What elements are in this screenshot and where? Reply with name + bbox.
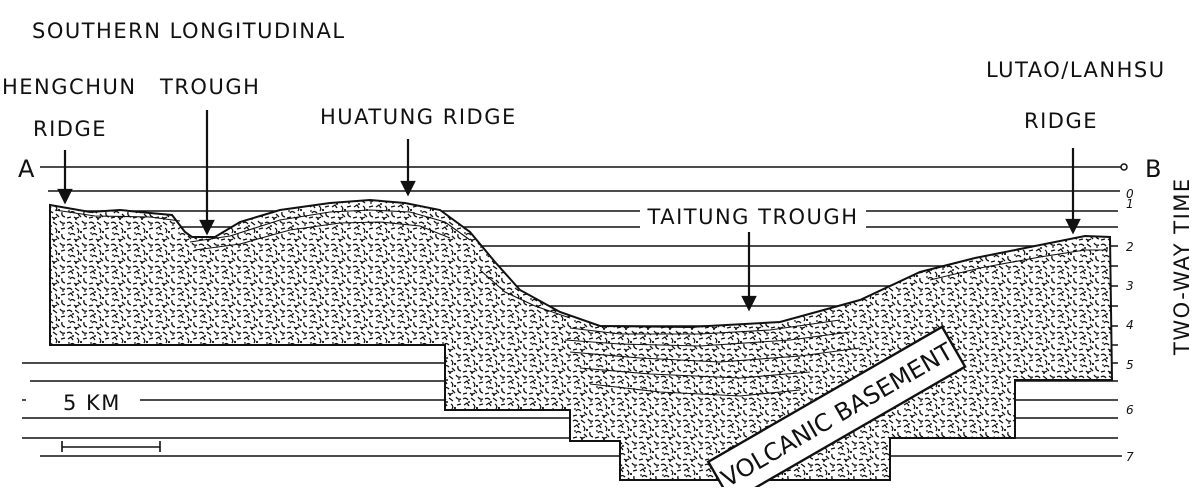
hengchun-ridge-label: RIDGE xyxy=(33,117,107,141)
time-tick-3: 3 xyxy=(1126,279,1134,293)
point-a-label: A xyxy=(18,155,35,183)
two-way-time-axis-title: TWO-WAY TIME xyxy=(1170,177,1194,356)
time-tick-1: 1 xyxy=(1126,197,1134,211)
arrow-lutao-ridge xyxy=(1067,148,1079,232)
arrow-southern-trough xyxy=(201,110,213,233)
lutao-lanhsu-label: LUTAO/LANHSU xyxy=(986,58,1166,82)
arrow-hengchun-ridge xyxy=(59,150,71,202)
scale-bar-label: 5 KM xyxy=(63,391,121,415)
time-axis-ticks: 0 1 2 3 4 5 6 7 xyxy=(1126,187,1134,464)
southern-longitudinal-label: SOUTHERN LONGITUDINAL xyxy=(32,19,346,43)
taitung-trough-label: TAITUNG TROUGH xyxy=(647,205,859,229)
time-tick-6: 6 xyxy=(1126,403,1134,417)
scale-bar: 5 KM xyxy=(26,391,160,452)
hengchun-label: HENGCHUN xyxy=(2,75,137,99)
trough-label: TROUGH xyxy=(159,75,260,99)
huatung-ridge-label: HUATUNG RIDGE xyxy=(320,105,517,129)
time-tick-2: 2 xyxy=(1126,240,1134,254)
time-tick-5: 5 xyxy=(1126,358,1134,372)
point-b-label: B xyxy=(1145,155,1161,183)
lutao-ridge-label: RIDGE xyxy=(1024,109,1098,133)
time-tick-4: 4 xyxy=(1126,318,1134,332)
time-tick-7: 7 xyxy=(1126,450,1134,464)
point-b-marker xyxy=(1121,164,1127,170)
